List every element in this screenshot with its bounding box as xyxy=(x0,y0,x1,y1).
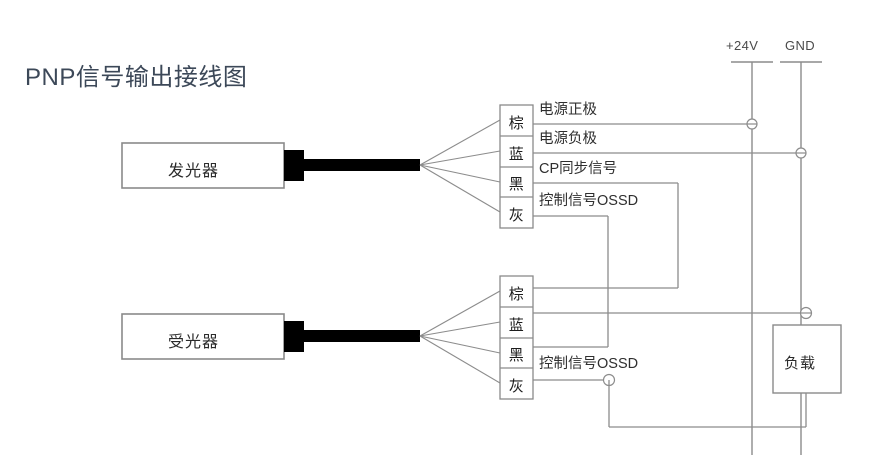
emitter-label: 发光器 xyxy=(168,163,220,180)
emitter-terminal-color-black: 黑 xyxy=(508,176,525,193)
wire-receiver-gray-ossd xyxy=(533,373,806,428)
emitter-terminal-color-gray: 灰 xyxy=(508,207,525,224)
receiver-label: 受光器 xyxy=(168,334,220,351)
wire-receiver-blue-to-gnd xyxy=(533,306,813,320)
wire-emitter-blue-to-gnd xyxy=(533,147,807,159)
receiver-terminal-block-frame xyxy=(499,275,534,400)
emitter-terminal-block-frame xyxy=(499,104,534,229)
emitter-cable-fanout xyxy=(419,119,501,213)
receiver-terminal-color-brown: 棕 xyxy=(508,286,525,303)
rail-label-positive: +24V xyxy=(726,38,759,53)
receiver-cable-fanout xyxy=(419,290,501,384)
receiver-terminal-color-black: 黑 xyxy=(508,347,525,364)
emitter-signal-power-positive: 电源正极 xyxy=(539,102,597,118)
wire-emitter-black-cp-sync xyxy=(533,182,679,289)
page-title: PNP信号输出接线图 xyxy=(25,64,248,91)
receiver-terminal-color-gray: 灰 xyxy=(508,378,525,395)
emitter-signal-power-negative: 电源负极 xyxy=(539,131,597,147)
emitter-terminal-color-blue: 蓝 xyxy=(508,146,525,163)
receiver-terminal-color-blue: 蓝 xyxy=(508,317,525,334)
wire-emitter-brown-to-24v xyxy=(533,118,758,130)
power-rail-ground xyxy=(780,61,822,455)
emitter-signal-ossd: 控制信号OSSD xyxy=(539,193,639,209)
load-box xyxy=(772,324,842,427)
emitter-signal-cp-sync: CP同步信号 xyxy=(539,161,618,177)
wire-emitter-gray-ossd xyxy=(533,215,609,348)
receiver-device-body xyxy=(121,313,420,360)
emitter-device-body xyxy=(121,142,420,189)
emitter-terminal-color-brown: 棕 xyxy=(508,115,525,132)
receiver-signal-ossd: 控制信号OSSD xyxy=(539,356,639,372)
load-label: 负载 xyxy=(784,355,817,372)
rail-label-ground: GND xyxy=(785,38,816,53)
